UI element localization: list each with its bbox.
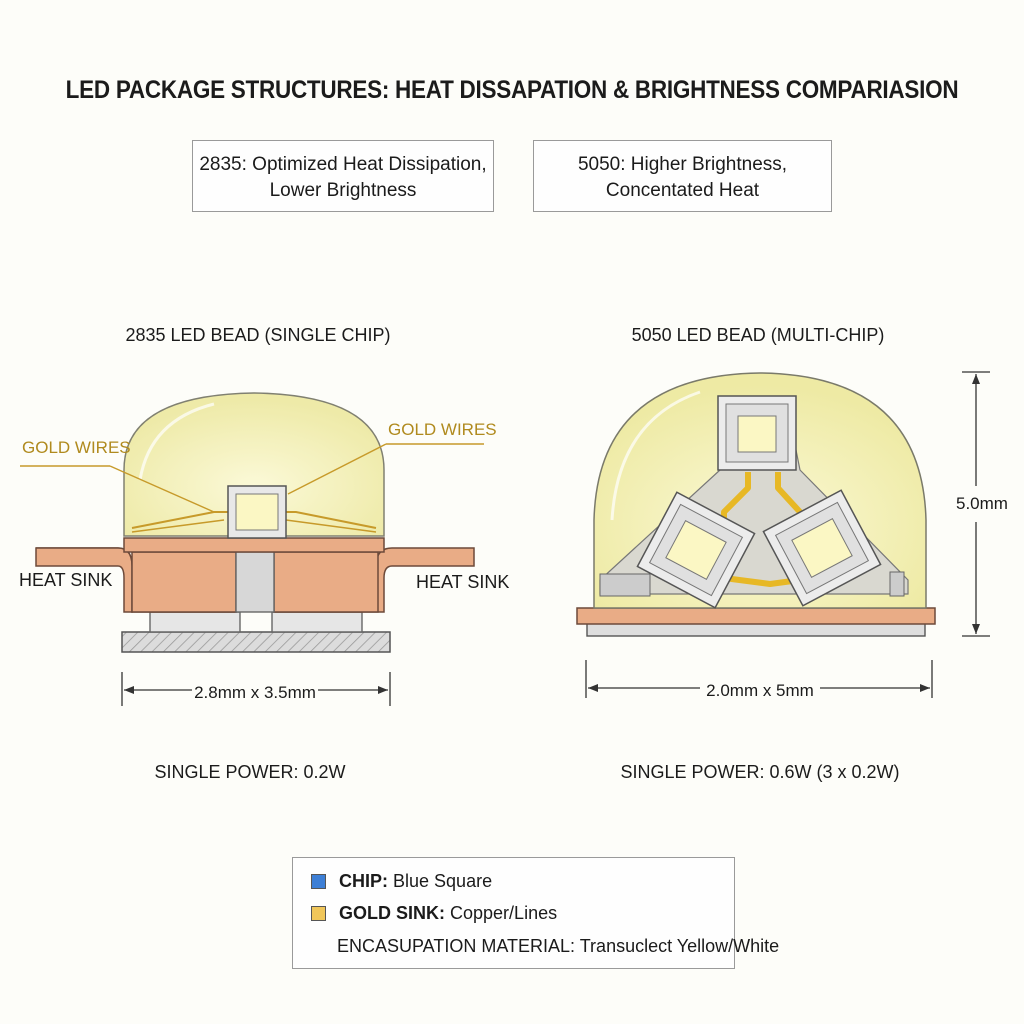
- note-2835-line1: 2835: Optimized Heat Dissipation,: [199, 154, 487, 175]
- legend-item-gold-sink: GOLD SINK: Copper/Lines: [311, 903, 557, 924]
- led-2835-diagram: [20, 392, 484, 706]
- thermal-pad-2835: [235, 551, 275, 613]
- chip-5050-right: [762, 489, 882, 607]
- note-5050-line2: Concentated Heat: [605, 180, 760, 201]
- note-5050-line1: 5050: Higher Brightness,: [577, 154, 788, 175]
- power-5050: SINGLE POWER: 0.6W (3 x 0.2W): [620, 762, 900, 782]
- led-5050-diagram: [576, 371, 990, 698]
- gold-wires-label-right: GOLD WIRES: [388, 420, 497, 439]
- heat-sink-label-left: HEAT SINK: [19, 570, 113, 590]
- base-plate-2835: [121, 631, 391, 653]
- heat-sink-label-right: HEAT SINK: [416, 572, 510, 592]
- heading-5050: 5050 LED BEAD (MULTI-CHIP): [631, 325, 885, 345]
- height-dimension-5050: 5.0mm: [956, 494, 1008, 513]
- legend-value-encapsulation: Transuclect Yellow/White: [579, 936, 780, 956]
- chip-5050-left: [636, 491, 756, 609]
- legend-value-chip: Blue Square: [393, 871, 493, 891]
- legend: CHIP: Blue Square GOLD SINK: Copper/Line…: [292, 857, 779, 969]
- note-2835-line2: Lower Brightness: [269, 180, 417, 201]
- page-title: LED PACKAGE STRUCTURES: HEAT DISSAPATION…: [65, 76, 959, 104]
- legend-item-chip: CHIP: Blue Square: [311, 871, 492, 892]
- note-2835: 2835: Optimized Heat Dissipation, Lower …: [192, 140, 494, 212]
- note-5050: 5050: Higher Brightness, Concentated Hea…: [533, 140, 832, 212]
- chip-5050-top: [717, 395, 797, 471]
- dimension-5050: 2.0mm x 5mm: [706, 681, 814, 700]
- legend-item-encapsulation: ENCASUPATION MATERIAL: Transuclect Yello…: [337, 936, 779, 957]
- legend-swatch-blue: [311, 874, 326, 889]
- copper-plate-2835: [123, 537, 385, 553]
- heading-2835: 2835 LED BEAD (SINGLE CHIP): [125, 325, 391, 345]
- legend-value-gold-sink: Copper/Lines: [450, 903, 558, 923]
- gold-wires-label-left: GOLD WIRES: [22, 438, 131, 457]
- lead-frame-2835: [149, 611, 363, 633]
- gold-traces-5050: [721, 472, 803, 587]
- legend-key-encapsulation: ENCASUPATION MATERIAL:: [337, 936, 576, 956]
- dimension-2835: 2.8mm x 3.5mm: [194, 683, 316, 702]
- legend-swatch-gold: [311, 906, 326, 921]
- power-2835: SINGLE POWER: 0.2W: [154, 762, 346, 782]
- copper-plate-5050: [576, 607, 936, 625]
- legend-key-chip: CHIP:: [339, 871, 388, 891]
- legend-key-gold-sink: GOLD SINK:: [339, 903, 445, 923]
